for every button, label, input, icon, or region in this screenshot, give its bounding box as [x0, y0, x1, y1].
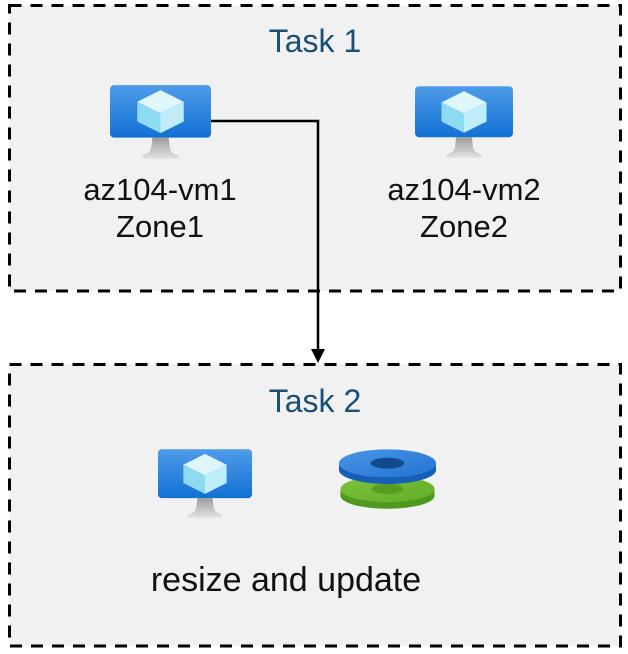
task1-box: [8, 4, 622, 293]
connector-arrow-line: [211, 119, 320, 350]
virtual-machine-icon: [158, 449, 252, 518]
task1-title: Task 1: [268, 23, 362, 59]
managed-disks-icon: [338, 449, 437, 509]
task2-title: Task 2: [268, 383, 362, 419]
vm2-zone: Zone2: [420, 209, 508, 244]
vm1-label: az104-vm1 Zone1: [60, 171, 260, 245]
connector-arrow-head: [311, 349, 325, 363]
task2-caption: resize and update: [150, 561, 422, 599]
virtual-machine-icon: [415, 86, 513, 158]
vm2-label: az104-vm2 Zone2: [364, 171, 564, 245]
vm2-name: az104-vm2: [387, 172, 541, 207]
virtual-machine-icon: [110, 85, 211, 159]
vm1-zone: Zone1: [116, 209, 204, 244]
vm1-name: az104-vm1: [83, 172, 237, 207]
task2-box: [8, 363, 622, 648]
